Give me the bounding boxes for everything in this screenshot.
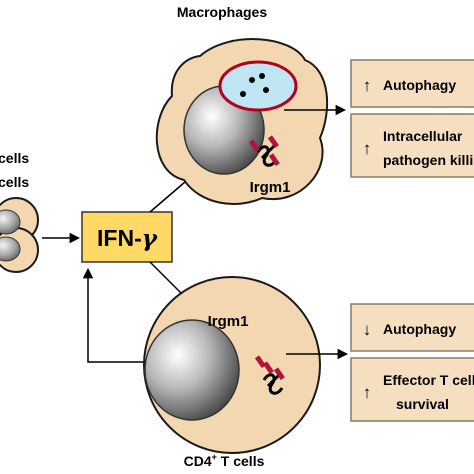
outcome-box-autophagy-down: ↓ Autophagy <box>350 303 474 352</box>
pathogen-dot <box>249 77 255 83</box>
up-arrow-icon: ↑ <box>363 76 372 95</box>
macrophages-label: Macrophages <box>177 4 267 20</box>
feedback-arrow <box>82 267 156 363</box>
nucleus-icon <box>0 209 21 235</box>
outcome-box-pathogen-killing: ↑ Intracellular pathogen killing <box>350 113 474 178</box>
irgm1-label-macrophage: Irgm1 <box>250 179 291 196</box>
outcome-box-autophagy-up: ↑ Autophagy <box>350 59 474 108</box>
ifn-prefix: IFN- <box>97 225 142 251</box>
outcome-label: Autophagy <box>383 321 456 337</box>
up-arrow-icon: ↑ <box>363 139 372 158</box>
left-cells-label-1: cells <box>0 150 29 166</box>
left-cells-label-2: cells <box>0 174 29 190</box>
ifn-gamma-box <box>81 211 173 263</box>
down-arrow-icon: ↓ <box>363 320 372 339</box>
vacuole-icon <box>218 60 298 112</box>
outcome-box-effector-survival: ↑ Effector T cell survival <box>350 357 474 422</box>
irgm1-label-cd4: Irgm1 <box>208 313 249 330</box>
left-cell-cluster <box>0 197 39 273</box>
outcome-label-line2: pathogen killing <box>383 152 474 168</box>
outcome-label-line1: Intracellular <box>383 128 463 144</box>
ifn-gamma-label: IFN-γ <box>97 225 159 252</box>
macrophage-cell <box>155 38 329 205</box>
cd4-t-cell <box>143 276 321 454</box>
pathogen-dot <box>263 87 269 93</box>
outcome-label-line2: survival <box>396 396 449 412</box>
up-arrow-icon: ↑ <box>363 383 372 402</box>
irgm1-protein-icon <box>254 355 285 395</box>
nucleus-icon <box>144 319 240 421</box>
outcome-label: Autophagy <box>383 77 456 93</box>
pathogen-dot <box>259 73 265 79</box>
cd4-t-cells-label: CD4+ T cells <box>184 452 265 469</box>
pathogen-dot <box>240 91 246 97</box>
irgm1-protein-icon <box>248 135 280 167</box>
gamma-symbol: γ <box>142 225 159 252</box>
cd4-superscript: + <box>212 452 217 462</box>
cd4-prefix: CD4 <box>184 453 212 469</box>
outcome-label-line1: Effector T cell <box>383 372 474 388</box>
cd4-suffix: T cells <box>217 453 265 469</box>
nucleus-icon <box>0 236 21 262</box>
